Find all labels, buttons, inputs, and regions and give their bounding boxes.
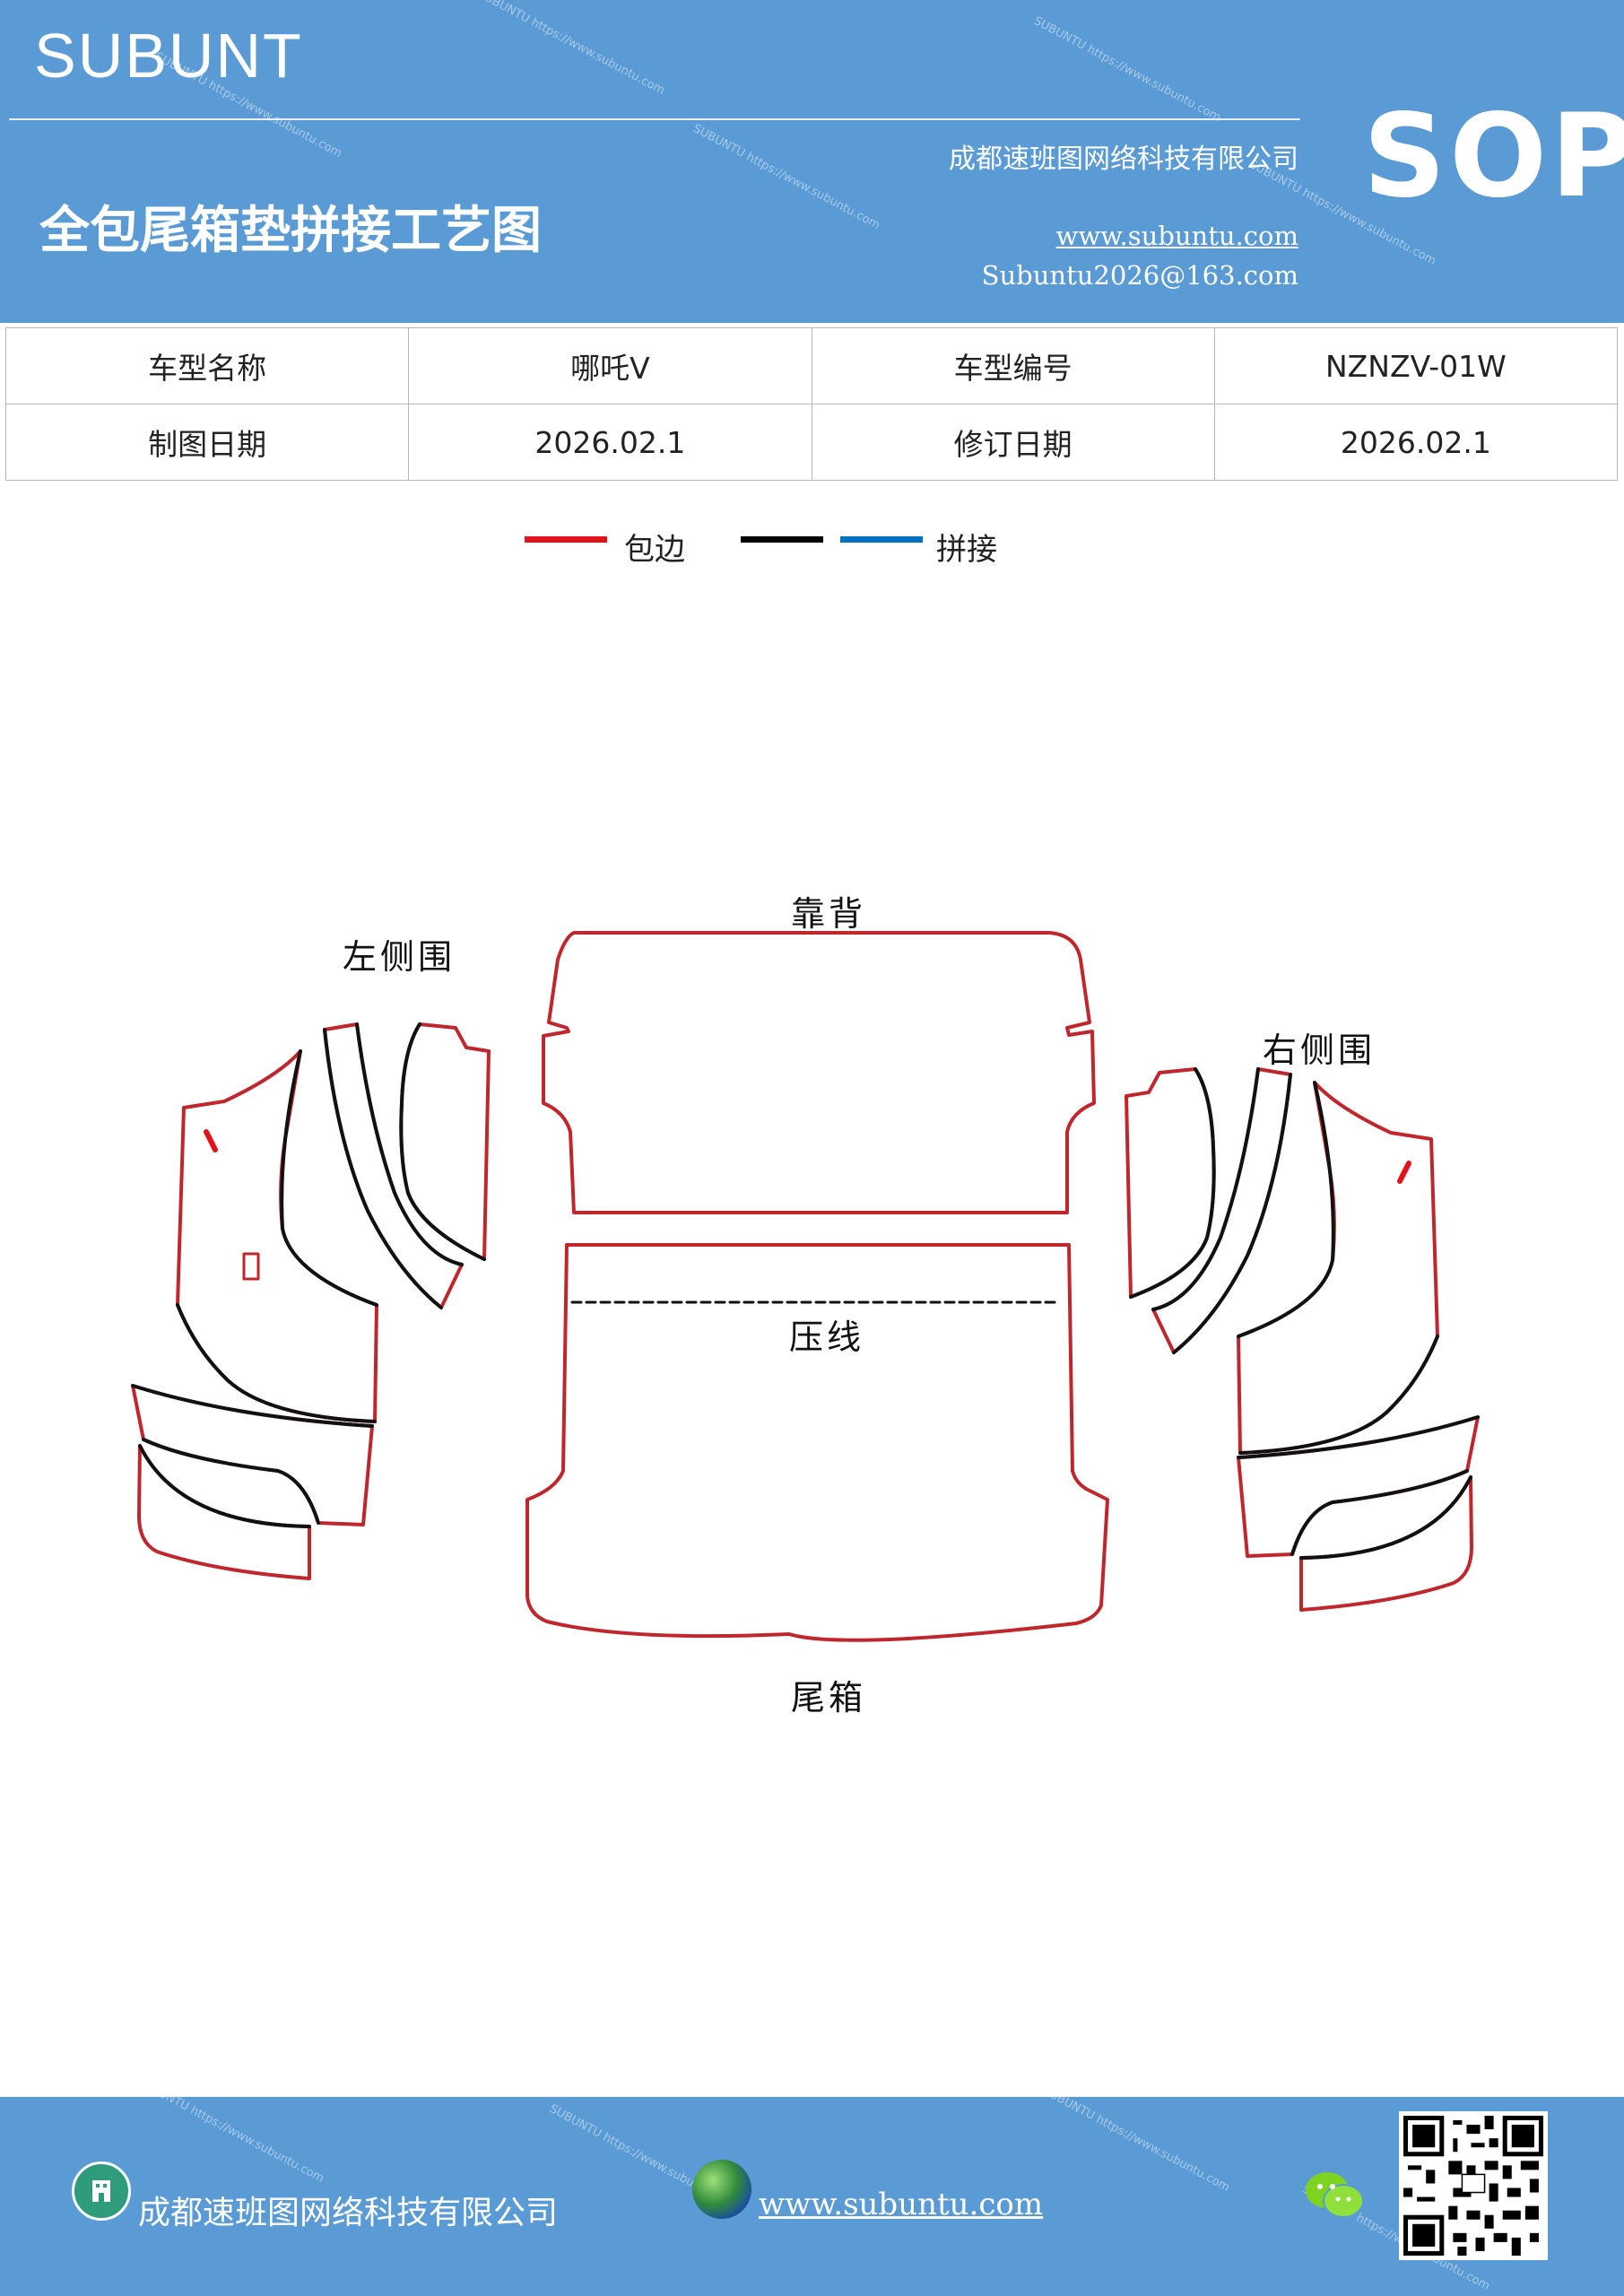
right-strip-2 <box>1125 1067 1216 1299</box>
company-name: 成都速班图网络科技有限公司 <box>949 144 1298 175</box>
model-name-value: 哪吒V <box>408 327 812 404</box>
legend-edging-label: 包边 <box>624 532 685 568</box>
right-seam <box>1172 1073 1292 1354</box>
footer-company-name: 成都速班图网络科技有限公司 <box>138 2195 559 2231</box>
left-seam <box>142 1438 320 1525</box>
right-seam <box>1151 1067 1260 1311</box>
right-strip-1 <box>1151 1067 1292 1354</box>
legend-edging-swatch <box>525 536 607 543</box>
watermark: SUBUNTU https://www.subuntu.com <box>1040 2083 1232 2196</box>
right-seam <box>1237 1081 1335 1338</box>
right-seam <box>1237 1415 1480 1459</box>
globe-icon <box>692 2160 751 2219</box>
right-side-main <box>1237 1081 1439 1455</box>
footer-banner: SUBUNTU https://www.subuntu.com SUBUNTU … <box>0 2075 1624 2296</box>
info-table: 车型名称 哪吒V 车型编号 NZNZV-01W 制图日期 2026.02.1 修… <box>4 327 1619 481</box>
brand-name: SUBUNT <box>34 21 303 91</box>
table-row: 车型名称 哪吒V 车型编号 NZNZV-01W <box>4 327 1619 404</box>
left-side-main <box>176 1049 378 1423</box>
right-side-group <box>1125 1067 1480 1612</box>
trunk-label: 尾箱 <box>791 1678 867 1718</box>
right-mark <box>1397 1161 1411 1184</box>
legend: 包边 拼接 <box>0 520 1624 574</box>
left-lower-2 <box>137 1444 311 1580</box>
left-seam <box>176 1303 377 1423</box>
left-seam <box>355 1022 464 1266</box>
left-side-label: 左侧围 <box>343 937 456 977</box>
right-seam <box>1129 1067 1216 1299</box>
right-seam <box>1290 1469 1469 1556</box>
left-lower-1 <box>131 1384 374 1526</box>
left-seam <box>323 1028 443 1309</box>
left-seam <box>280 1049 378 1307</box>
qr-code[interactable] <box>1399 2111 1548 2260</box>
drawing-date-label: 制图日期 <box>4 404 410 481</box>
revision-date-label: 修订日期 <box>811 404 1215 481</box>
right-seam <box>1299 1475 1472 1560</box>
legend-splice-label: 拼接 <box>936 532 997 568</box>
table-row: 制图日期 2026.02.1 修订日期 2026.02.1 <box>4 404 1619 481</box>
right-lower-1 <box>1237 1415 1480 1558</box>
left-strip-1 <box>323 1022 464 1309</box>
left-seam <box>399 1022 486 1261</box>
sop-badge: SOP <box>1363 90 1624 223</box>
trunk-floor-panel <box>525 1243 1109 1642</box>
page-title: 全包尾箱垫拼接工艺图 <box>39 201 542 260</box>
right-lower-2 <box>1299 1475 1473 1612</box>
backrest-label: 靠背 <box>791 894 867 934</box>
model-name-label: 车型名称 <box>4 327 410 404</box>
legend-black-swatch <box>741 536 823 543</box>
building-icon <box>72 2161 131 2221</box>
revision-date-value: 2026.02.1 <box>1213 404 1619 481</box>
legend-splice-swatch <box>840 536 923 543</box>
header-divider <box>9 118 1300 120</box>
header-banner: SUBUNTU https://www.subuntu.com SUBUNTU … <box>0 0 1624 323</box>
footer-website-link[interactable]: www.subuntu.com <box>759 2187 1044 2222</box>
wechat-icon[interactable] <box>1302 2167 1367 2222</box>
backrest-panel <box>542 931 1096 1214</box>
drawing-date-value: 2026.02.1 <box>408 404 812 481</box>
right-seam <box>1238 1335 1439 1455</box>
left-seam <box>131 1384 374 1428</box>
left-strip-2 <box>399 1022 491 1261</box>
right-side-label: 右侧围 <box>1263 1031 1376 1070</box>
left-seam <box>138 1444 311 1528</box>
website-link[interactable]: www.subuntu.com <box>1055 221 1298 251</box>
crease-label: 压线 <box>789 1318 865 1357</box>
model-code-value: NZNZV-01W <box>1213 327 1619 404</box>
left-mark <box>242 1252 260 1281</box>
model-code-label: 车型编号 <box>811 327 1215 404</box>
email-address[interactable]: Subuntu2026@163.com <box>981 260 1298 291</box>
left-mark <box>204 1129 218 1152</box>
